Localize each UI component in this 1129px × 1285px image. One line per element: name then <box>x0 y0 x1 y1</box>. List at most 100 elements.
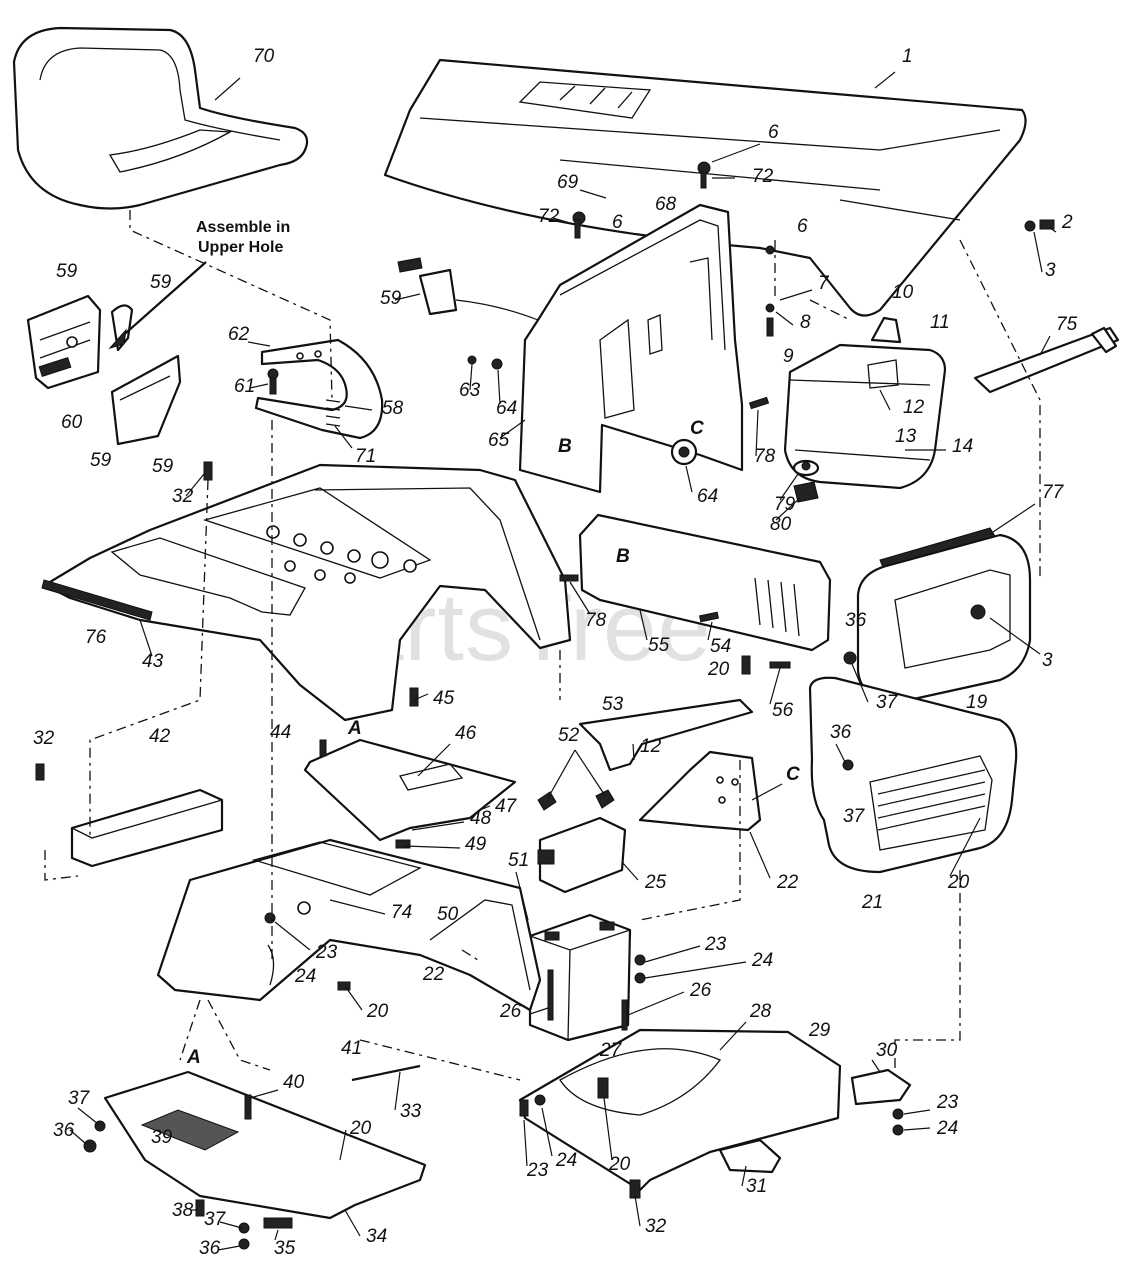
callout-30[interactable]: 30 <box>876 1040 898 1061</box>
callout-26[interactable]: 26 <box>499 1001 522 1022</box>
dash-panel-part-65[interactable] <box>518 203 744 494</box>
callout-23[interactable]: 23 <box>936 1092 959 1113</box>
callout-35[interactable]: 35 <box>274 1238 296 1259</box>
callout-2[interactable]: 2 <box>1061 212 1073 233</box>
callout-42[interactable]: 42 <box>149 726 171 747</box>
callout-3[interactable]: 3 <box>1042 650 1053 671</box>
callout-34[interactable]: 34 <box>366 1226 387 1247</box>
callout-A[interactable]: A <box>186 1047 201 1068</box>
callout-A[interactable]: A <box>347 718 362 739</box>
callout-12[interactable]: 12 <box>640 736 662 757</box>
callout-20[interactable]: 20 <box>349 1118 372 1139</box>
wing-nut-part-52[interactable] <box>537 789 615 811</box>
hitch-plate-part-31[interactable] <box>718 1138 782 1174</box>
callout-59[interactable]: 59 <box>152 456 174 477</box>
callout-52[interactable]: 52 <box>558 725 580 746</box>
callout-25[interactable]: 25 <box>644 872 667 893</box>
callout-39[interactable]: 39 <box>151 1127 173 1148</box>
callout-62[interactable]: 62 <box>228 324 250 345</box>
callout-72[interactable]: 72 <box>538 206 560 227</box>
callout-36[interactable]: 36 <box>199 1238 221 1259</box>
battery-holddown-part-25[interactable] <box>537 816 627 894</box>
callout-6[interactable]: 6 <box>612 212 623 233</box>
callout-C[interactable]: C <box>786 764 800 785</box>
callout-11[interactable]: 11 <box>930 312 950 333</box>
callout-1[interactable]: 1 <box>902 46 913 67</box>
bracket-part-62[interactable] <box>254 338 384 440</box>
callout-7[interactable]: 7 <box>818 273 830 294</box>
callout-22[interactable]: 22 <box>422 964 445 985</box>
callout-44[interactable]: 44 <box>270 722 291 743</box>
throttle-control-part-59[interactable] <box>397 257 539 321</box>
fuel-shutoff-part-80[interactable] <box>793 481 819 503</box>
callout-77[interactable]: 77 <box>1042 482 1065 503</box>
callout-45[interactable]: 45 <box>433 688 455 709</box>
callout-31[interactable]: 31 <box>746 1176 767 1197</box>
callout-33[interactable]: 33 <box>400 1101 422 1122</box>
callout-24[interactable]: 24 <box>936 1118 958 1139</box>
callout-43[interactable]: 43 <box>142 651 164 672</box>
tread-part-39[interactable] <box>140 1109 240 1151</box>
callout-6[interactable]: 6 <box>768 122 779 143</box>
grille-part-21[interactable] <box>808 676 1018 874</box>
callout-37[interactable]: 37 <box>843 806 866 827</box>
callout-70[interactable]: 70 <box>253 46 275 67</box>
callout-37[interactable]: 37 <box>876 692 899 713</box>
callout-19[interactable]: 19 <box>966 692 988 713</box>
callout-60[interactable]: 60 <box>61 412 83 433</box>
callout-27[interactable]: 27 <box>599 1040 623 1061</box>
callout-10[interactable]: 10 <box>892 282 914 303</box>
lift-lever-assembly-part-59[interactable] <box>26 294 182 446</box>
callout-71[interactable]: 71 <box>355 446 376 467</box>
callout-29[interactable]: 29 <box>808 1020 831 1041</box>
trim-strip-part-76[interactable] <box>41 579 153 621</box>
callout-76[interactable]: 76 <box>85 627 107 648</box>
callout-36[interactable]: 36 <box>830 722 852 743</box>
callout-24[interactable]: 24 <box>751 950 773 971</box>
battery-part-27[interactable] <box>528 913 632 1042</box>
callout-C[interactable]: C <box>690 418 704 439</box>
callout-64[interactable]: 64 <box>496 398 517 419</box>
callout-24[interactable]: 24 <box>294 966 316 987</box>
callout-14[interactable]: 14 <box>952 436 973 457</box>
rod-part-33[interactable] <box>351 1064 421 1082</box>
callout-54[interactable]: 54 <box>710 636 731 657</box>
callout-75[interactable]: 75 <box>1056 314 1078 335</box>
callout-47[interactable]: 47 <box>495 796 518 817</box>
callout-8[interactable]: 8 <box>800 312 811 333</box>
callout-B[interactable]: B <box>558 436 572 457</box>
callout-63[interactable]: 63 <box>459 380 481 401</box>
callout-69[interactable]: 69 <box>557 172 579 193</box>
callout-23[interactable]: 23 <box>704 934 727 955</box>
callout-51[interactable]: 51 <box>508 850 529 871</box>
rear-frame-part-29[interactable] <box>518 1028 842 1192</box>
seat-part-70[interactable] <box>12 26 309 210</box>
callout-78[interactable]: 78 <box>585 610 607 631</box>
spring-part-71[interactable] <box>325 399 341 427</box>
callout-68[interactable]: 68 <box>655 194 677 215</box>
callout-64[interactable]: 64 <box>697 486 718 507</box>
callout-74[interactable]: 74 <box>391 902 412 923</box>
callout-59[interactable]: 59 <box>150 272 172 293</box>
callout-36[interactable]: 36 <box>53 1120 75 1141</box>
callout-41[interactable]: 41 <box>341 1038 362 1059</box>
step-plate-part-34[interactable] <box>103 1070 427 1220</box>
callout-38[interactable]: 38 <box>172 1200 194 1221</box>
callout-12[interactable]: 12 <box>903 397 925 418</box>
callout-32[interactable]: 32 <box>33 728 55 749</box>
screw-part-61[interactable] <box>267 368 279 395</box>
callout-58[interactable]: 58 <box>382 398 404 419</box>
callout-23[interactable]: 23 <box>315 942 338 963</box>
callout-65[interactable]: 65 <box>488 430 510 451</box>
callout-3[interactable]: 3 <box>1045 260 1056 281</box>
callout-24[interactable]: 24 <box>555 1150 577 1171</box>
callout-37[interactable]: 37 <box>68 1088 91 1109</box>
plate-part-46[interactable] <box>303 738 517 842</box>
handle-part-75[interactable] <box>973 326 1120 394</box>
callout-48[interactable]: 48 <box>470 808 492 829</box>
callout-40[interactable]: 40 <box>283 1072 305 1093</box>
callout-79[interactable]: 79 <box>774 494 796 515</box>
callout-6[interactable]: 6 <box>797 216 808 237</box>
callout-20[interactable]: 20 <box>707 659 730 680</box>
callout-20[interactable]: 20 <box>947 872 970 893</box>
